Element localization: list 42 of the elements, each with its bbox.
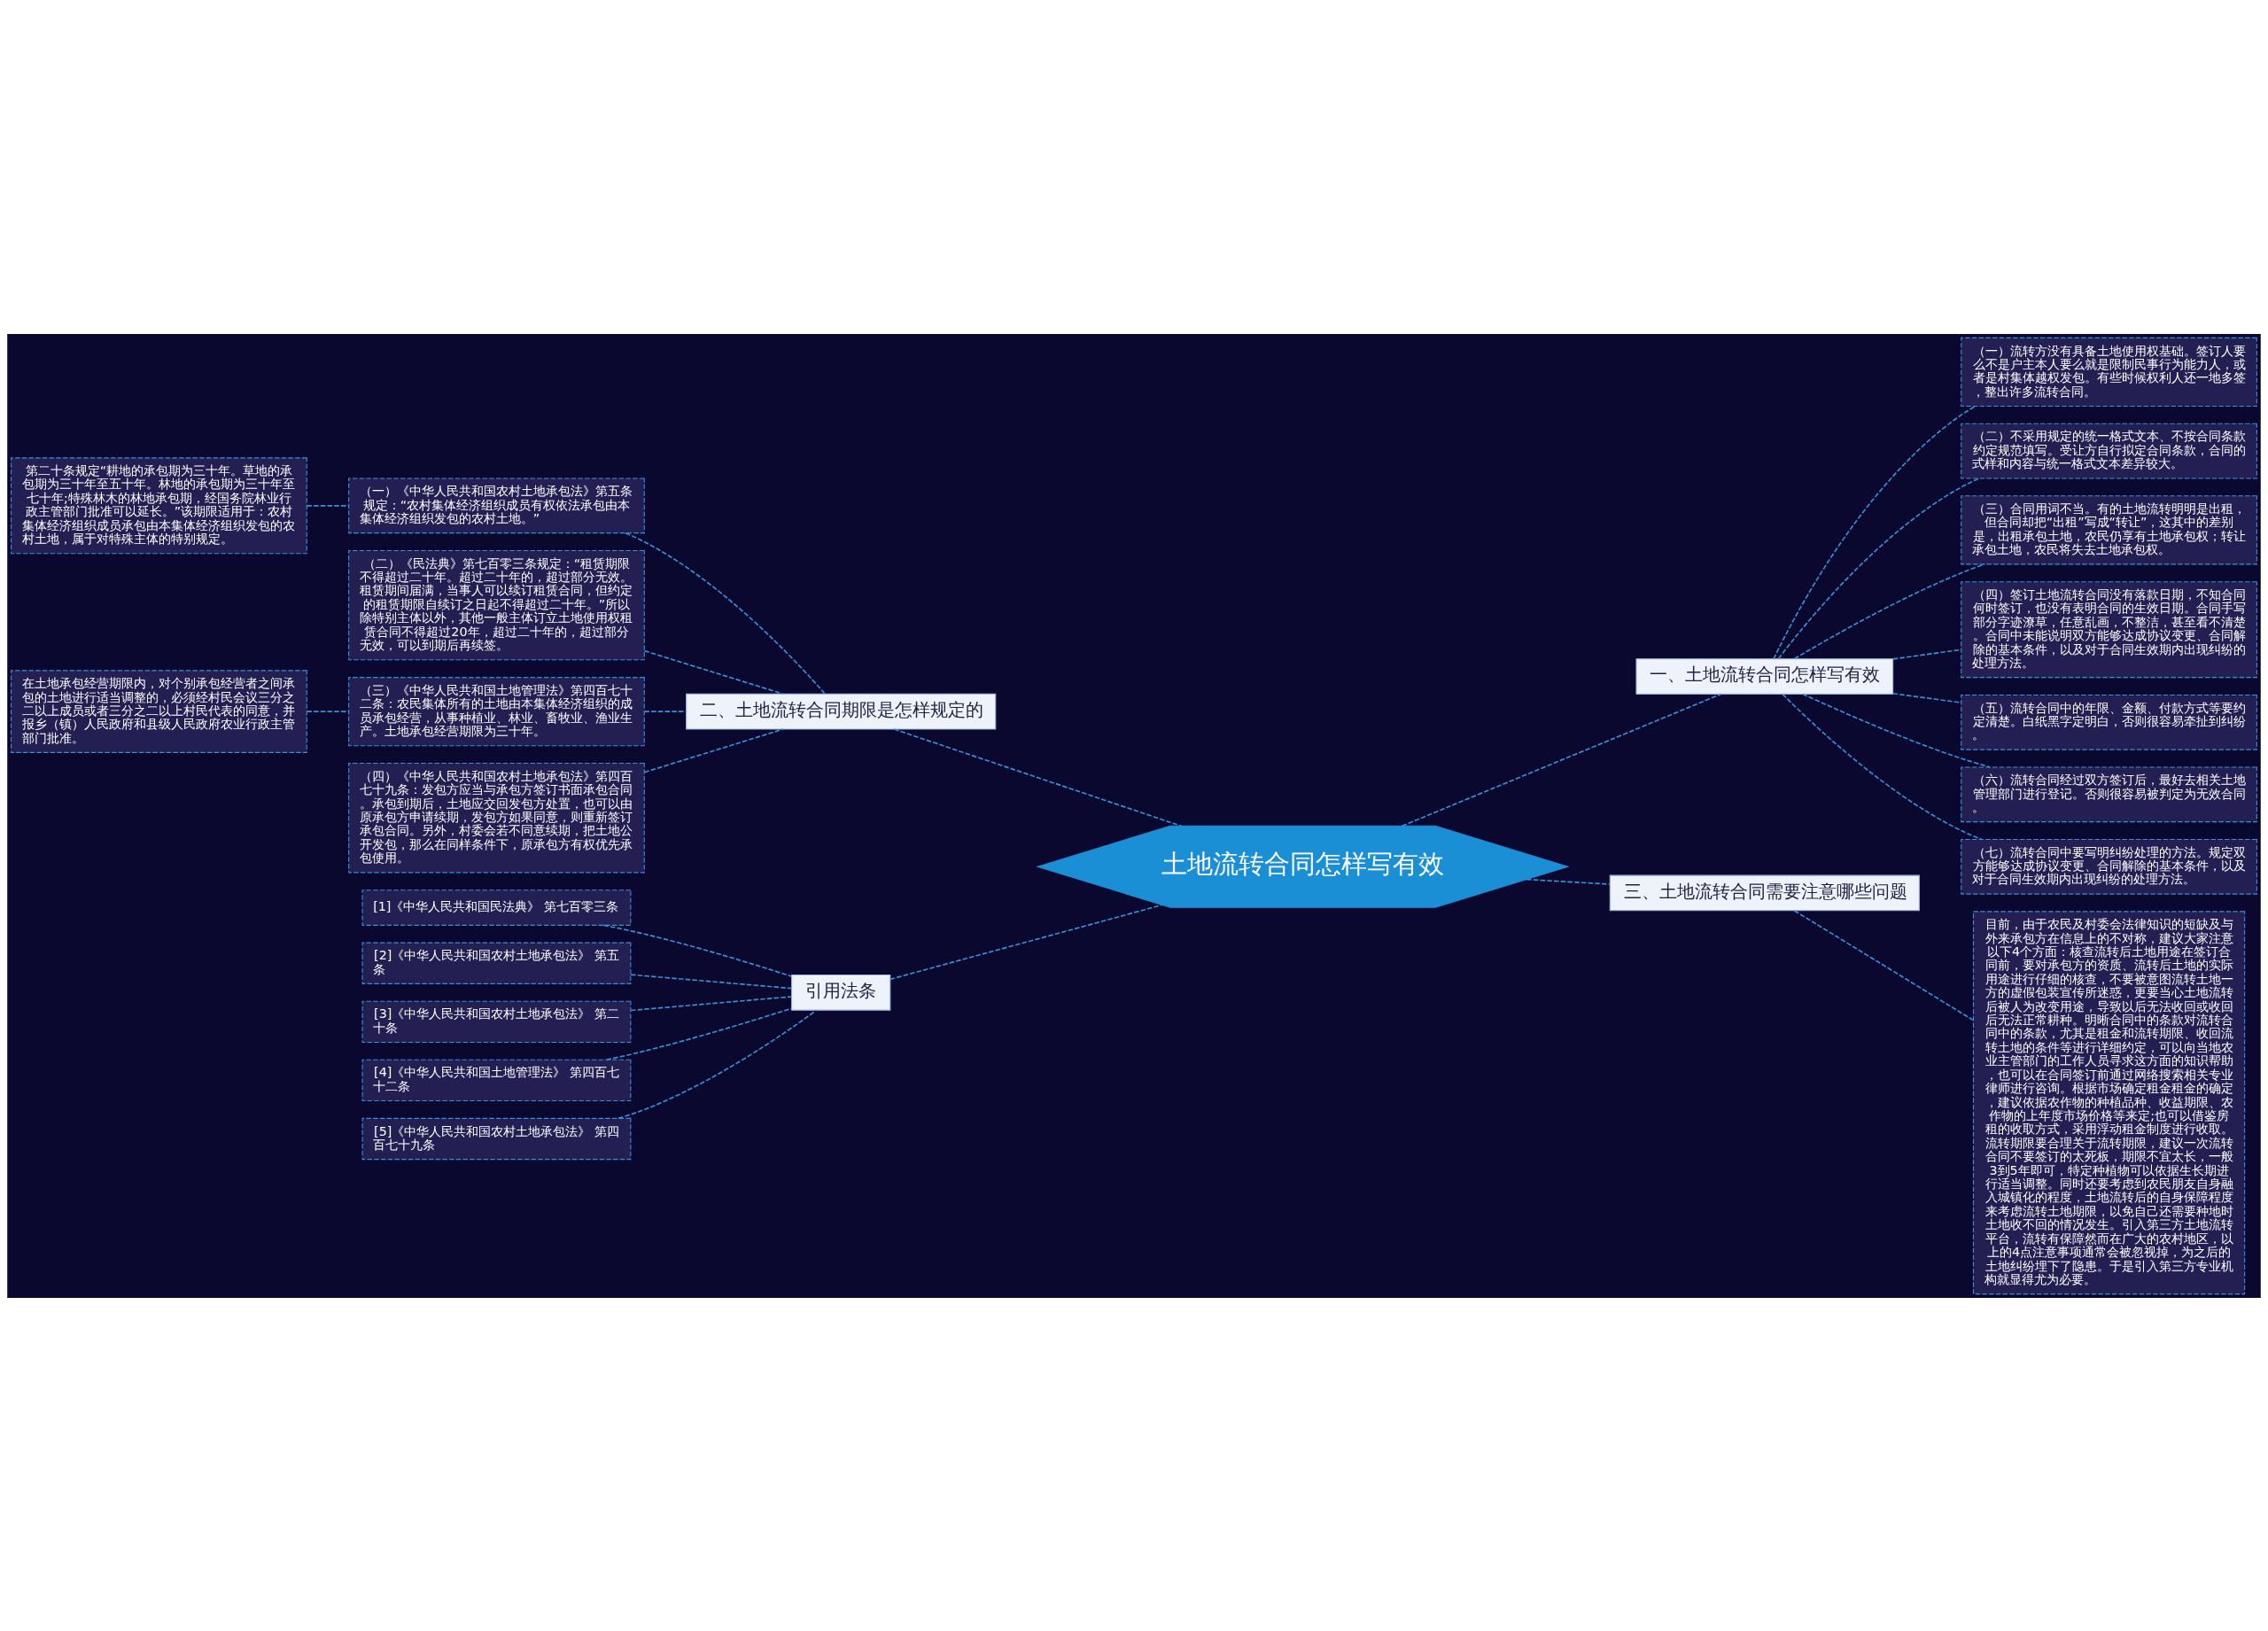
- node-box: （五）流转合同中的年限、金额、付款方式等要约定清楚。白纸黑字定明白，否则很容易牵扯到纠纷。: [1961, 694, 2257, 750]
- node-box: 一、土地流转合同怎样写有效: [1635, 657, 1894, 695]
- node-box: 目前，由于农民及村委会法律知识的短缺及与外来承包方在信息上的不对称，建议大家注意以下4个方面：核查流转后土地用途在签订合同前，要对承包方的资质、流转后土地的实际用途进行仔细的核查，不要被意图流转土地一方的虚假包装宣传所迷惑，更要当心土地流转后被人为改变用途，导致以后无法收回或收回后无法正常耕种。明晰合同中的条款对流转合同中的条款，尤其是租金和流转期限、收回流转土地的条件等进行详细约定，可以向当地农业主管部门的工作人员寻求这方面的知识帮助，也可以在合同签订前通过网络搜索相关专业律师进行咨询。根据市场确定租金租金的确定，建议依据农作物的种植品种、收益期限、农作物的上年度市场价格等来定;也可以借鉴房租的收取方式，采用浮动租金制度进行收取。流转期限要合理关于流转期限，建议一次流转合同不要签订的太死板，期限不宜太长，一般3到5年即可，特定种植物可以依据生长期进行适当调整。同时还要考虑到农民朋友自身融入城镇化的程度，土地流转后的自身保障程度来考虑流转土地期限，以免自己还需要种地时土地收不回的情况发生。引入第三方土地流转平台，流转有保障然而在广大的农村地区，以上的4点注意事项通常会被忽视掉，为之后的土地纠纷埋下了隐患。于是引入第三方专业机构就显得尤为必要。: [1972, 910, 2246, 1294]
- connector: [1773, 405, 1977, 659]
- node-box: （四）《中华人民共和国农村土地承包法》第四百七十九条：发包方应当与承包方签订书面承包合同。承包到期后，土地应交回发包方处置，也可以由原承包方申请续期，发包方如果同意，则重新签订承包合同。另外，村委会若不同意续期，把土地公开发包，那么在同样条件下，原承包方有权优先承包使用。: [348, 762, 645, 873]
- connector: [893, 727, 1183, 827]
- node-box: （二）《民法典》第七百零三条规定：“租赁期限不得超过二十年。超过二十年的，超过部分无效。租赁期间届满，当事人可以续订租赁合同，但约定的租赁期限自续订之日起不得超过二十年。”所以除特别主体以外，其他一般主体订立土地使用权租赁合同不得超过20年，超过二十年的，超过部分无效，可以到期后再续签。: [348, 549, 645, 660]
- node-box: （四）签订土地流转合同没有落款日期，不知合同何时签订，也没有表明合同的生效日期。合同手写部分字迹潦草，任意乱画，不整洁，甚至看不清楚。合同中未能说明双方能够达成协议变更、合同解除的基本条件，以及对于合同生效期内出现纠纷的处理方法。: [1961, 580, 2257, 678]
- node-box: （一）《中华人民共和国农村土地承包法》第五条规定：“农村集体经济组织成员有权依法承包由本集体经济组织发包的农村土地。”: [348, 477, 645, 533]
- connector: [1793, 909, 1975, 1021]
- node-box: [2]《中华人民共和国农村土地承包法》 第五条: [361, 942, 632, 984]
- connector: [605, 1007, 792, 1060]
- node-box: [1]《中华人民共和国民法典》 第七百零三条: [361, 889, 632, 926]
- connector: [1793, 563, 1985, 659]
- node-box: （六）流转合同经过双方签订后，最好去相关土地管理部门进行登记。否则很容易被判定为无效合同。: [1961, 765, 2257, 822]
- node-box: 第二十条规定“耕地的承包期为三十年。草地的承包期为三十年至五十年。林地的承包期为三十年至七十年;特殊林木的林地承包期，经国务院林业行政主管部门批准可以延长。”该期限适用于：农村集体经济组织成员承包由本集体经济组织发包的农村土地，属于对特殊主体的特别规定。: [11, 456, 307, 554]
- connector: [889, 904, 1163, 980]
- connector: [643, 727, 784, 773]
- connector: [630, 973, 793, 989]
- node-box: （三）《中华人民共和国土地管理法》第四百七十二条：农民集体所有的土地由本集体经济组织的成员承包经营，从事种植业、林业、畜牧业、渔业生产。土地承包经营期限为三十年。: [348, 676, 645, 746]
- node-box: 三、土地流转合同需要注意哪些问题: [1609, 874, 1920, 911]
- node-box: 引用法条: [791, 974, 891, 1011]
- connector: [1526, 878, 1611, 885]
- node-box: 二、土地流转合同期限是怎样规定的: [686, 693, 997, 730]
- connector: [643, 649, 784, 695]
- node-box: 在土地承包经营期限内，对个别承包经营者之间承包的土地进行适当调整的，必须经村民会议三分之二以上成员或者三分之二以上村民代表的同意，并报乡（镇）人民政府和县级人民政府农业行政主管部门批准。: [11, 669, 307, 753]
- node-box: （二）不采用规定的统一格式文本、不按合同条款约定规范填写。受让方自行拟定合同条款，合同的式样和内容与统一格式文本差异较大。: [1961, 423, 2257, 479]
- node-box: [4]《中华人民共和国土地管理法》 第四百七十二条: [361, 1059, 632, 1101]
- node-box: [5]《中华人民共和国农村土地承包法》 第四百七十九条: [361, 1117, 632, 1160]
- node-box: [3]《中华人民共和国农村土地承包法》 第二十条: [361, 1000, 632, 1043]
- connector: [1777, 477, 1980, 659]
- connector: [630, 995, 793, 1011]
- connector: [1892, 692, 1962, 703]
- connector: [625, 532, 826, 695]
- connector: [1892, 649, 1962, 660]
- node-box: （一）流转方没有具备土地使用权基础。签订人要么不是户主本人要么就是限制民事行为能力人，或者是村集体越权发包。有些时候权利人还一地多签，整出许多流转合同。: [1961, 337, 2257, 407]
- connector: [1401, 693, 1722, 827]
- node-box: （七）流转合同中要写明纠纷处理的方法。规定双方能够达成协议变更、合同解除的基本条件，以及对于合同生效期内出现纠纷的处理方法。: [1961, 838, 2257, 895]
- connector: [617, 1008, 818, 1119]
- node-box: （三）合同用词不当。有的土地流转明明是出租，但合同却把“出租”写成“转让”，这其中的差别是，出租承包土地，农民仍享有土地承包权；转让承包土地，农民将失去土地承包权。: [1961, 494, 2257, 564]
- connector: [1782, 693, 1983, 840]
- connector: [602, 924, 793, 977]
